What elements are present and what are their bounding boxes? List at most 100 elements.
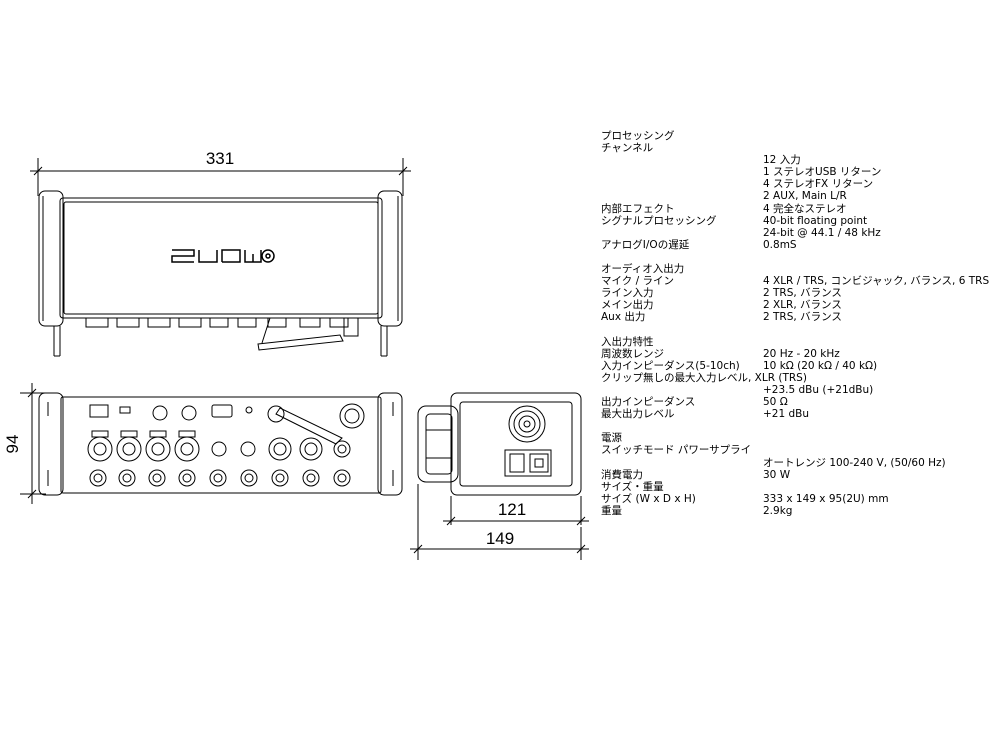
spec-row: クリップ無しの最大入力レベル, XLR (TRS) — [601, 372, 996, 384]
spec-row: サイズ・重量 — [601, 481, 996, 493]
spec-row: 1 ステレオUSB リターン — [601, 166, 996, 178]
spec-row: Aux 出力 2 TRS, バランス — [601, 311, 996, 323]
spec-label: ライン入力 — [601, 287, 654, 300]
spec-row: 内部エフェクト 4 完全なステレオ — [601, 203, 996, 215]
depth-body-dimension: 121 — [443, 496, 589, 526]
spec-row: +23.5 dBu (+21dBu) — [601, 384, 996, 396]
spec-row: スイッチモード パワーサプライ — [601, 444, 996, 456]
spec-label — [601, 178, 763, 190]
spec-row: 12 入力 — [601, 154, 996, 166]
spec-value: 1 ステレオUSB リターン — [763, 166, 882, 179]
spec-row: 消費電力 30 W — [601, 469, 996, 481]
spec-row: サイズ (W x D x H) 333 x 149 x 95(2U) mm — [601, 493, 996, 505]
spec-label — [601, 227, 763, 239]
spec-label: プロセッシング — [601, 130, 675, 142]
spec-row: シグナルプロセッシング 40-bit floating point — [601, 215, 996, 227]
spec-label: 入出力特性 — [601, 335, 654, 348]
depth-total-label: 149 — [486, 529, 514, 548]
spec-row: 24-bit @ 44.1 / 48 kHz — [601, 227, 996, 239]
spec-value: 4 完全なステレオ — [763, 202, 847, 215]
spec-value: +21 dBu — [763, 408, 810, 421]
spec-value: 2 TRS, バランス — [763, 311, 842, 324]
spec-label: 内部エフェクト — [601, 202, 675, 215]
spec-value: 4 ステレオFX リターン — [763, 178, 874, 191]
spec-label: シグナルプロセッシング — [601, 214, 717, 227]
spec-row: 周波数レンジ 20 Hz - 20 kHz — [601, 348, 996, 360]
spec-value: 2.9kg — [763, 504, 793, 517]
spec-row: 最大出力レベル +21 dBu — [601, 408, 996, 420]
spec-row: 入力インピーダンス(5-10ch) 10 kΩ (20 kΩ / 40 kΩ) — [601, 360, 996, 372]
spec-table: プロセッシング チャンネル 12 入力 1 ステレオUSB リターン 4 ステレ… — [601, 130, 996, 517]
spec-value: 40-bit floating point — [763, 214, 868, 227]
spec-label: 重量 — [601, 504, 622, 517]
spec-row: 重量 2.9kg — [601, 505, 996, 517]
spec-label — [601, 154, 763, 166]
spec-value: 12 入力 — [763, 154, 801, 167]
spec-row: 4 ステレオFX リターン — [601, 178, 996, 190]
spec-label — [601, 166, 763, 178]
spec-row: プロセッシング — [601, 130, 996, 142]
spec-label: 出力インピーダンス — [601, 396, 696, 409]
spec-row: ライン入力 2 TRS, バランス — [601, 287, 996, 299]
spec-label: スイッチモード パワーサプライ — [601, 444, 752, 457]
spec-value: 2 AUX, Main L/R — [763, 190, 847, 203]
spec-row: メイン出力 2 XLR, バランス — [601, 299, 996, 311]
spec-row: オーディオ入出力 — [601, 263, 996, 275]
spec-label: 電源 — [601, 432, 622, 445]
spec-row: 2 AUX, Main L/R — [601, 190, 996, 202]
spec-value: 333 x 149 x 95(2U) mm — [763, 492, 889, 505]
spec-value: オートレンジ 100-240 V, (50/60 Hz) — [763, 456, 946, 469]
spec-value: 4 XLR / TRS, コンビジャック, バランス, 6 TRS — [763, 275, 990, 288]
spec-label — [601, 384, 763, 396]
width-dimension: 331 — [30, 149, 411, 196]
spec-label — [601, 457, 763, 469]
spec-row: アナログI/Oの遅延 0.8mS — [601, 239, 996, 251]
top-connectors — [85, 317, 359, 351]
height-dimension: 94 — [3, 383, 46, 504]
spec-row: チャンネル — [601, 142, 996, 154]
width-dimension-label: 331 — [206, 149, 234, 168]
spec-row: 電源 — [601, 432, 996, 444]
spec-row — [601, 420, 996, 432]
spec-row: 出力インピーダンス 50 Ω — [601, 396, 996, 408]
top-view — [38, 190, 403, 357]
spec-value: 2 XLR, バランス — [763, 299, 842, 312]
spec-value: 2 TRS, バランス — [763, 287, 842, 300]
spec-label: メイン出力 — [601, 299, 654, 312]
spec-label: アナログI/Oの遅延 — [601, 238, 690, 251]
spec-value: 24-bit @ 44.1 / 48 kHz — [763, 226, 881, 239]
spec-value: +23.5 dBu (+21dBu) — [763, 383, 874, 396]
spec-label: 周波数レンジ — [601, 347, 664, 360]
combo-jacks — [87, 430, 200, 462]
height-dimension-label: 94 — [3, 435, 22, 454]
spec-label: チャンネル — [601, 142, 654, 155]
spec-label: 入力インピーダンス(5-10ch) — [601, 359, 740, 372]
spec-label — [601, 190, 763, 202]
spec-label: Aux 出力 — [601, 311, 646, 324]
spec-label: 最大出力レベル — [601, 408, 675, 421]
front-view — [38, 392, 403, 496]
trs-jacks — [89, 469, 351, 487]
spec-label: クリップ無しの最大入力レベル, XLR (TRS) — [601, 371, 807, 384]
spec-row — [601, 251, 996, 263]
spec-value: 50 Ω — [763, 396, 788, 409]
spec-row: マイク / ライン 4 XLR / TRS, コンビジャック, バランス, 6 T… — [601, 275, 996, 287]
spec-value: 30 W — [763, 468, 791, 481]
spec-value: 0.8mS — [763, 238, 797, 251]
spec-label: マイク / ライン — [601, 275, 675, 288]
depth-total-dimension: 149 — [410, 484, 589, 560]
power-inlet — [504, 449, 552, 477]
depth-body-label: 121 — [498, 500, 526, 519]
spec-label: サイズ (W x D x H) — [601, 492, 696, 505]
spec-label: サイズ・重量 — [601, 480, 664, 493]
spec-label: オーディオ入出力 — [601, 263, 685, 276]
spec-value: 20 Hz - 20 kHz — [763, 347, 840, 360]
spec-row: オートレンジ 100-240 V, (50/60 Hz) — [601, 457, 996, 469]
spec-row — [601, 324, 996, 336]
spec-row: 入出力特性 — [601, 336, 996, 348]
brand-logo — [171, 249, 275, 263]
spec-label: 消費電力 — [601, 468, 643, 481]
fan-grille — [508, 405, 546, 443]
spec-value: 10 kΩ (20 kΩ / 40 kΩ) — [763, 359, 878, 372]
